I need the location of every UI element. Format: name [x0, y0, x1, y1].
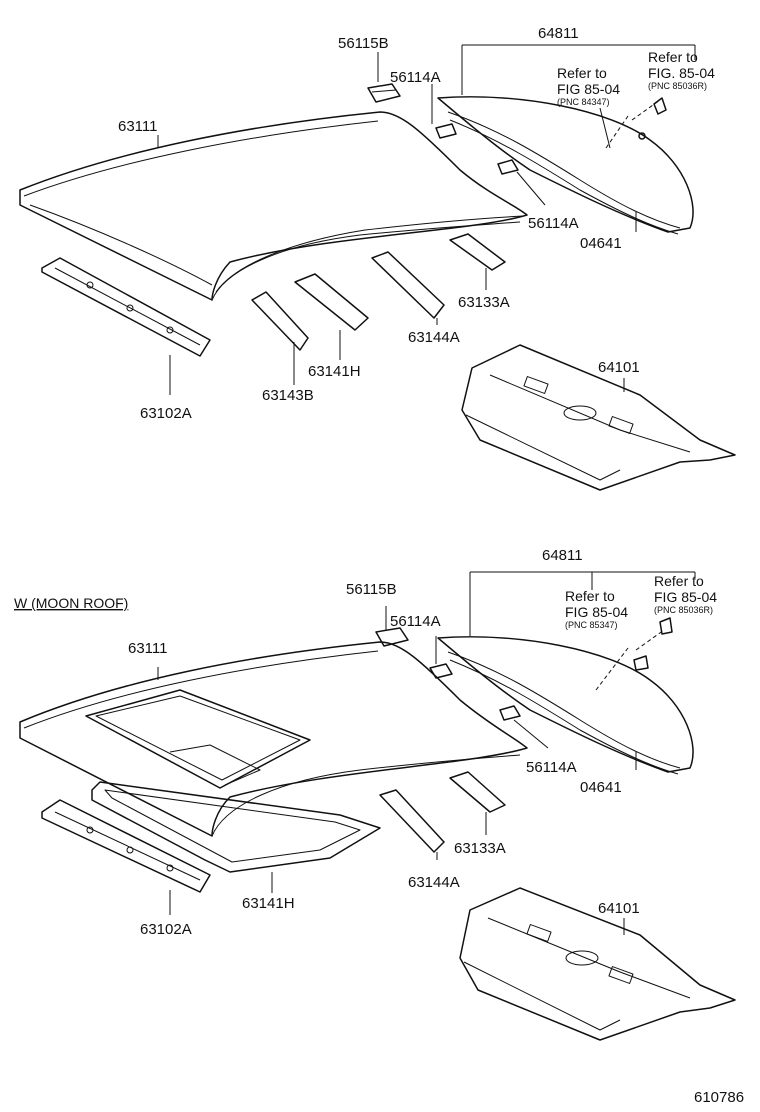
moonroof-rear-window-shape	[437, 636, 694, 775]
moonroof-label-clip-upper: 56114A	[390, 613, 441, 630]
moonroof-label-bow-4: 63133A	[454, 840, 506, 857]
label-bow-3: 63144A	[408, 329, 460, 346]
bottom-leaders	[157, 571, 696, 935]
bottom-assembly: W (MOON ROOF) 63111 56115B 56114A 64811 …	[14, 547, 736, 1041]
moonroof-bracket-shape	[375, 627, 409, 647]
ref1-line1: Refer to	[557, 65, 607, 81]
label-front-reinforcement: 63102A	[140, 405, 192, 422]
moonroof-label-bracket: 56115B	[346, 581, 397, 598]
package-tray-shape	[461, 344, 736, 491]
moonroof-label-sunroof-frame: 63141H	[242, 895, 295, 912]
label-package-tray: 64101	[598, 359, 640, 376]
roof-panel-shape	[19, 111, 528, 301]
moonroof-clip-lower-shape	[499, 705, 521, 721]
moonroof-label-front-reinforcement: 63102A	[140, 921, 192, 938]
clip-upper-shape	[435, 123, 457, 139]
top-leaders	[157, 44, 696, 395]
moonroof-front-reinforcement-shape	[41, 799, 211, 893]
top-assembly: 63111 56115B 56114A 64811 Refer to FIG 8…	[19, 25, 736, 491]
clip-lower-shape	[497, 159, 519, 175]
label-rear-window: 64811	[538, 25, 579, 42]
ref2-line1: Refer to	[648, 49, 698, 65]
ref2-line2: FIG. 85-04	[648, 65, 715, 81]
moonroof-ref1-line1: Refer to	[565, 588, 615, 604]
label-weatherstrip: 04641	[580, 235, 622, 252]
front-reinforcement-shape	[41, 257, 211, 357]
moonroof-package-tray-shape	[459, 887, 736, 1041]
label-bow-2: 63141H	[308, 363, 361, 380]
ref1-line2: FIG 85-04	[557, 81, 620, 97]
moonroof-roof-panel-shape	[19, 641, 528, 837]
moonroof-label-roof-panel: 63111	[128, 640, 168, 657]
moonroof-ref1-pnc: (PNC 85347)	[565, 620, 618, 630]
moonroof-ref2-line2: FIG 85-04	[654, 589, 717, 605]
label-clip-lower: 56114A	[528, 215, 579, 232]
label-bow-4: 63133A	[458, 294, 510, 311]
label-bracket: 56115B	[338, 35, 389, 52]
moonroof-label-clip-lower: 56114A	[526, 759, 577, 776]
moonroof-clip-upper-shape	[429, 663, 453, 679]
ref2-pnc: (PNC 85036R)	[648, 81, 707, 91]
moonroof-ref2-pnc: (PNC 85036R)	[654, 605, 713, 615]
rear-window-shape	[437, 96, 694, 235]
ref1-pnc: (PNC 84347)	[557, 97, 610, 107]
label-clip-upper: 56114A	[390, 69, 441, 86]
variant-label: W (MOON ROOF)	[14, 595, 128, 611]
moonroof-label-package-tray: 64101	[598, 900, 640, 917]
roof-bows-shape	[251, 233, 506, 351]
moonroof-label-bow-3: 63144A	[408, 874, 460, 891]
moonroof-ref1-line2: FIG 85-04	[565, 604, 628, 620]
label-bow-1: 63143B	[262, 387, 314, 404]
sunroof-frame-shape	[91, 781, 381, 873]
moonroof-label-weatherstrip: 04641	[580, 779, 622, 796]
drawing-number: 610786	[694, 1089, 744, 1106]
moonroof-bows-shape	[379, 771, 506, 853]
label-roof-panel: 63111	[118, 118, 158, 135]
moonroof-label-rear-window: 64811	[542, 547, 583, 564]
moonroof-ref2-line1: Refer to	[654, 573, 704, 589]
bracket-shape	[367, 83, 401, 103]
